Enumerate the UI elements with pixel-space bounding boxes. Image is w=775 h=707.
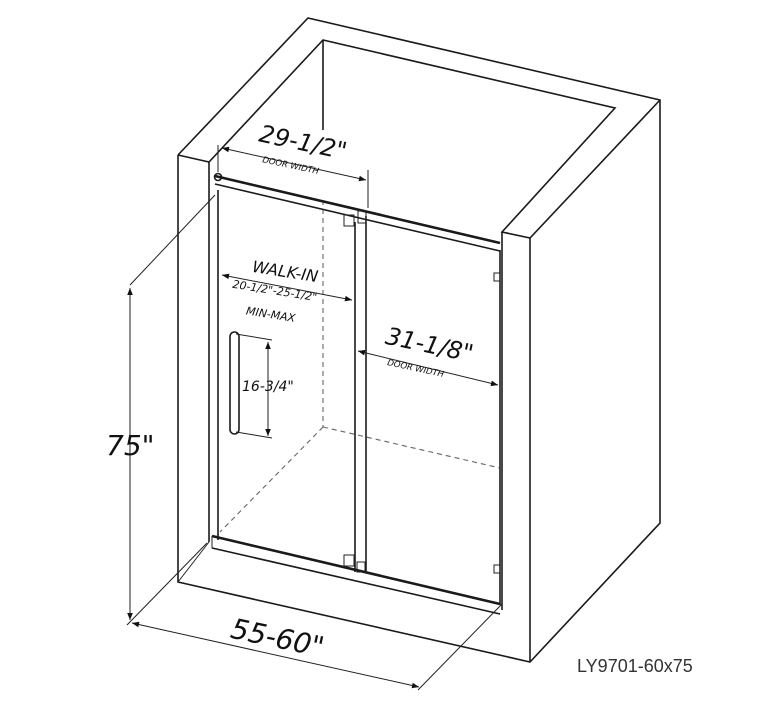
model-code: LY9701-60x75 <box>577 656 693 676</box>
hidden-floor-lines <box>219 200 501 533</box>
walk-in-caption: MIN-MAX <box>245 304 296 325</box>
height-label: 75" <box>106 429 155 462</box>
dimension-lines <box>126 145 503 691</box>
overall-width-label: 55-60" <box>228 612 327 664</box>
sliding-door-assembly <box>211 172 501 615</box>
handle-length-label: 16-3/4" <box>242 379 294 395</box>
right-door-width-caption: DOOR WIDTH <box>386 358 445 380</box>
door-handle <box>229 331 240 435</box>
enclosure-walls <box>177 17 661 663</box>
